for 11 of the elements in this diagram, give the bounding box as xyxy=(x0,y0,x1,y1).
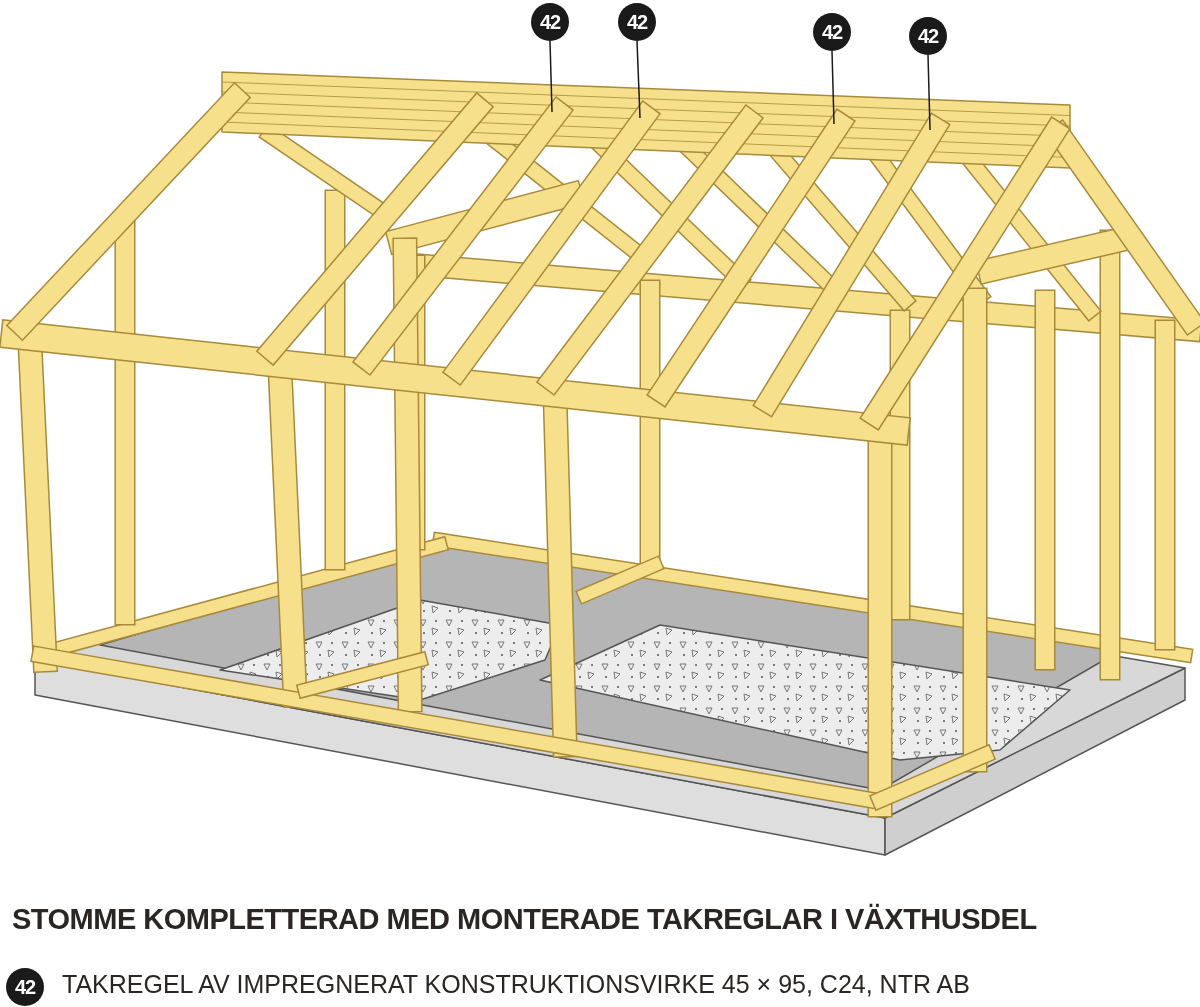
leader-line xyxy=(927,54,931,131)
callout-number: 42 xyxy=(6,968,44,1006)
callout-number: 42 xyxy=(813,13,851,51)
leader-line xyxy=(549,40,553,113)
diagram-title: STOMME KOMPLETTERAD MED MONTERADE TAKREGLAR I VÄXTHUSDEL xyxy=(12,903,1037,936)
part-description: TAKREGEL AV IMPREGNERAT KONSTRUKTIONSVIRKE 45 × 95, C24, NTR AB xyxy=(62,970,970,999)
callout-number: 42 xyxy=(909,17,947,55)
callout-number: 42 xyxy=(618,3,656,41)
callout-number: 42 xyxy=(531,3,569,41)
leader-line xyxy=(831,50,835,125)
leader-line xyxy=(636,40,641,119)
